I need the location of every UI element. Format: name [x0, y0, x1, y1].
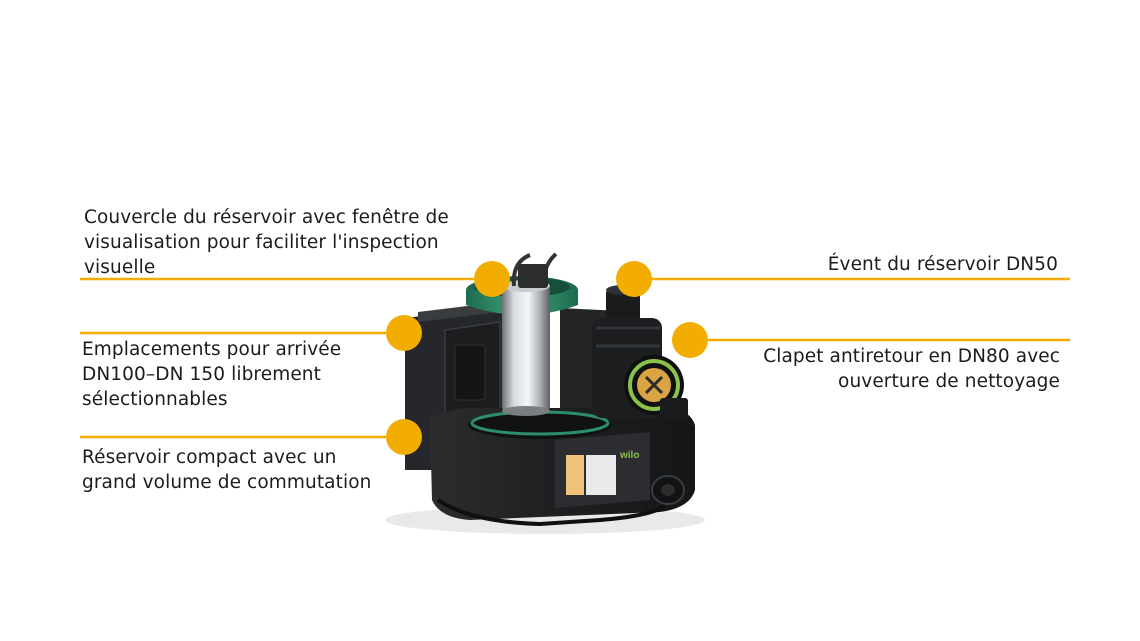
label-tank-cover: Couvercle du réservoir avec fenêtre de v… — [84, 207, 449, 278]
callout-dot-vent — [616, 261, 652, 297]
callout-dot-cover — [474, 261, 510, 297]
callout-lines — [80, 277, 1070, 439]
label-tank-vent: Évent du réservoir DN50 — [827, 254, 1058, 275]
brand-mark: wilo — [619, 450, 639, 461]
label-check-valve: Clapet antiretour en DN80 avec ouverture… — [763, 346, 1060, 392]
callout-dot-inlet — [386, 315, 422, 351]
callout-dot-valve — [672, 322, 708, 358]
label-compact-tank: Réservoir compact avec un grand volume d… — [82, 447, 372, 493]
pump-unit-illustration: wilo — [385, 252, 705, 534]
callout-dot-tank — [386, 419, 422, 455]
callout-dots — [386, 261, 708, 455]
label-inlet-locations: Emplacements pour arrivée DN100–DN 150 l… — [82, 339, 342, 410]
